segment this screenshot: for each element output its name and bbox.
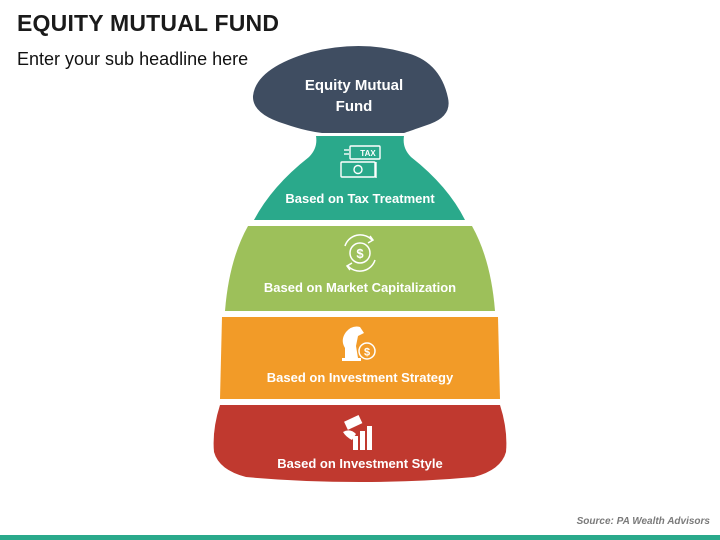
page-title: EQUITY MUTUAL FUND — [17, 10, 280, 36]
hand-money-chart-icon — [343, 414, 372, 450]
source-note: Source: PA Wealth Advisors — [576, 516, 710, 527]
tax-document-icon — [340, 145, 381, 178]
footer-accent-bar — [0, 535, 720, 540]
layer-tax-treatment — [254, 136, 465, 220]
dollar-sign: $ — [356, 246, 364, 261]
layer-market-capitalization-label: Based on Market Capitalization — [264, 280, 456, 295]
chess-knight-dollar-icon: $ — [342, 326, 376, 361]
layer-investment-style-label: Based on Investment Style — [277, 456, 442, 471]
layer-tax-treatment-label: Based on Tax Treatment — [285, 191, 435, 206]
layer-investment-strategy-label: Based on Investment Strategy — [267, 370, 454, 385]
bag-top-label-line1: Equity Mutual — [305, 77, 403, 94]
svg-text:$: $ — [364, 347, 370, 359]
dollar-cycle-icon — [344, 234, 376, 272]
tax-icon-text: TAX — [360, 149, 376, 158]
page-subtitle: Enter your sub headline here — [17, 49, 249, 69]
bag-top-shape — [252, 46, 449, 133]
bag-top-label-line2: Fund — [336, 98, 373, 115]
layer-market-capitalization — [225, 226, 495, 311]
